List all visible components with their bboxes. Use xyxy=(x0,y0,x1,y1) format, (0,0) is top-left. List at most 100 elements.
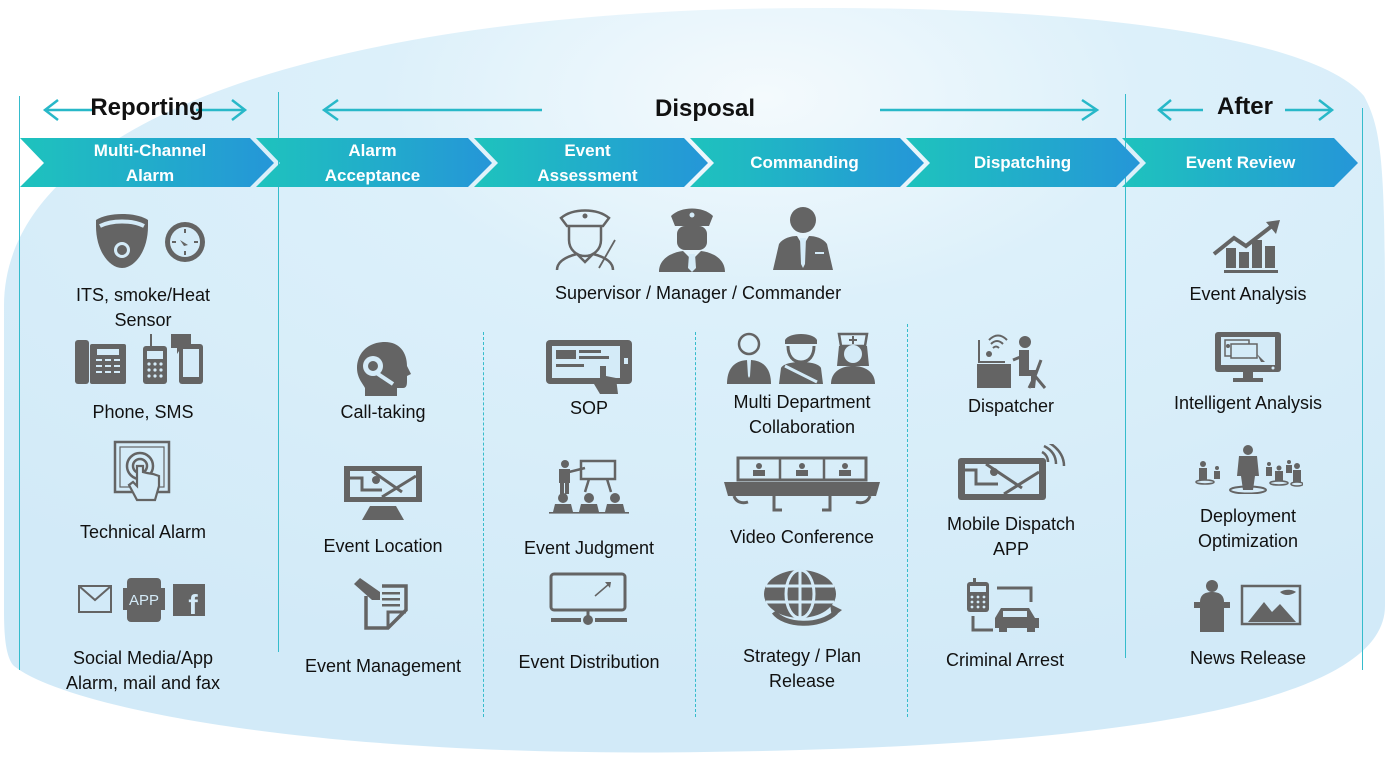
app-icon: APP xyxy=(123,578,165,622)
phase-after: After xyxy=(1216,93,1273,120)
step-label-commanding: Commanding xyxy=(750,153,859,172)
chevron-step-5 xyxy=(906,138,1140,187)
training-presentation-icon xyxy=(549,459,629,514)
item-event-location: Event Location xyxy=(290,466,476,559)
divider-dashed-3 xyxy=(907,324,908,717)
tablet-touch-icon xyxy=(546,340,632,394)
chart-trend-icon xyxy=(1212,220,1280,273)
item-label: Call-taking xyxy=(340,402,426,422)
chevron-step-6 xyxy=(1122,138,1358,187)
phone-car-icon xyxy=(967,578,1039,632)
mobile-phone-icon xyxy=(143,334,167,384)
item-intelligent-analysis: Intelligent Analysis xyxy=(1146,330,1350,416)
mail-icon xyxy=(78,585,112,613)
image-icon xyxy=(1240,584,1302,626)
facebook-icon: f xyxy=(173,584,205,620)
item-event-management: Event Management xyxy=(290,578,476,679)
item-supervisors: Supervisor / Manager / Commander xyxy=(500,206,896,306)
item-label: Criminal Arrest xyxy=(945,650,1065,670)
step-label-event-review: Event Review xyxy=(1185,153,1296,172)
touch-alarm-panel-icon xyxy=(113,440,171,502)
arrow-right-icon xyxy=(880,98,1100,122)
smoke-sensor-icon xyxy=(165,222,205,262)
dome-camera-icon xyxy=(96,214,148,268)
divider-reporting-disposal xyxy=(278,92,279,652)
item-label: Dispatcher xyxy=(967,396,1055,416)
item-label: Intelligent Analysis xyxy=(1173,393,1323,413)
arrow-left-icon xyxy=(42,99,92,121)
map-monitor-icon xyxy=(344,466,422,520)
divider-dashed-2 xyxy=(695,332,696,717)
manager-icon xyxy=(659,208,725,272)
arrow-left-icon xyxy=(321,98,542,122)
commander-icon xyxy=(773,207,833,270)
supervisor-icons xyxy=(555,207,833,272)
phone-icons xyxy=(75,334,203,384)
item-label: Event Location xyxy=(323,536,443,556)
item-sop: SOP xyxy=(496,338,682,421)
speaker-podium-icon xyxy=(1194,580,1230,632)
item-event-judgment: Event Judgment xyxy=(496,458,682,561)
dispatcher-desk-icon xyxy=(977,334,1047,389)
item-label: Supervisor / Manager / Commander xyxy=(554,283,842,303)
disposal-arrows xyxy=(321,98,1100,122)
item-dispatcher: Dispatcher xyxy=(916,334,1106,419)
video-conference-icon xyxy=(724,456,880,512)
item-video-conference: Video Conference xyxy=(706,456,898,550)
svg-text:APP: APP xyxy=(129,592,159,609)
nurse-icon xyxy=(831,332,875,384)
item-event-analysis: Event Analysis xyxy=(1146,220,1350,307)
chevron-step-2 xyxy=(256,138,492,187)
phase-reporting: Reporting xyxy=(90,94,204,121)
desk-phone-icon xyxy=(75,340,126,384)
sensor-icons xyxy=(96,214,205,268)
item-label: Video Conference xyxy=(730,527,874,547)
supervisor-icon xyxy=(555,209,616,271)
item-label: Phone, SMS xyxy=(92,402,194,422)
arrow-right-icon xyxy=(196,99,248,121)
headset-operator-icon xyxy=(357,342,411,396)
item-news-release: News Release xyxy=(1146,578,1350,671)
step-label-dispatching: Dispatching xyxy=(973,153,1072,172)
multi-department-icons xyxy=(727,332,875,384)
social-icons: APP f xyxy=(78,578,205,622)
phase-disposal: Disposal xyxy=(654,95,756,122)
arrow-left-icon xyxy=(1157,99,1203,121)
monitor-analysis-icon xyxy=(1215,332,1281,382)
divider-reporting-left xyxy=(19,96,20,670)
item-criminal-arrest: Criminal Arrest xyxy=(910,578,1100,673)
divider-after-right xyxy=(1362,108,1363,670)
item-phone-sms: Phone, SMS xyxy=(40,332,246,425)
chevron-step-1 xyxy=(20,138,274,187)
item-label: Event Management xyxy=(304,656,462,676)
globe-refresh-icon xyxy=(764,568,842,626)
chevron-step-3 xyxy=(474,138,708,187)
chevron-step-4 xyxy=(690,138,924,187)
document-edit-icon xyxy=(354,578,408,630)
item-label: Event Analysis xyxy=(1189,284,1307,304)
process-chevrons xyxy=(20,138,1358,187)
item-label: Event Judgment xyxy=(523,538,655,558)
team-deployment-icon xyxy=(1195,445,1303,494)
svg-text:f: f xyxy=(188,589,198,620)
arrow-right-icon xyxy=(1285,99,1335,121)
item-event-distribution: Event Distribution xyxy=(496,572,682,675)
police-officer-icon xyxy=(779,334,823,384)
item-label: News Release xyxy=(1189,648,1307,668)
smartphone-sms-icon xyxy=(171,334,203,384)
item-technical-alarm: Technical Alarm xyxy=(40,440,246,545)
background-oval xyxy=(4,7,1385,753)
network-monitor-icon xyxy=(549,572,627,625)
after-arrows xyxy=(1157,99,1335,121)
